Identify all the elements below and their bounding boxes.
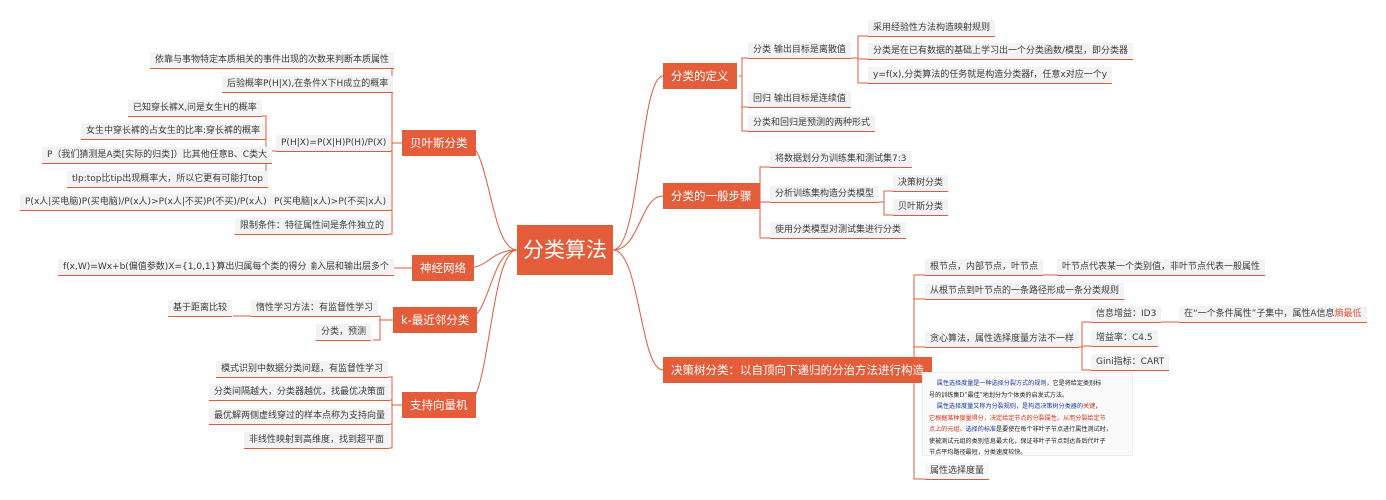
node-knn-distance[interactable]: 基于距离比较 — [168, 300, 233, 317]
node-tree-nodes-desc[interactable]: 叶节点代表某一个类别值，非叶节点代表一般属性 — [1057, 259, 1266, 276]
note-line-3b: 关键 — [1083, 403, 1096, 410]
branch-knn[interactable]: k-最近邻分类 — [393, 307, 478, 333]
measure-note-highlight: 熵最低 — [1334, 309, 1362, 319]
node-greedy[interactable]: 贪心算法，属性选择度量方法不一样 — [925, 331, 1080, 348]
node-bayes-posterior[interactable]: 后验概率P(H|X),在条件X下H成立的概率 — [222, 76, 394, 93]
note-line-5c: 是要使在每个非叶子节点进行属性测试时， — [996, 426, 1112, 433]
node-svm-item-3[interactable]: 最优解两侧虚线穿过的样本点称为支持向量 — [209, 408, 391, 425]
node-measure-cart[interactable]: Gini指标：CART — [1091, 354, 1170, 371]
note-line-5a: 点上的元组。 — [929, 426, 966, 433]
connector — [1081, 347, 1091, 371]
note-line-4: 它根据某种度量得分，决定给定节点的分裂属性。从而分裂给定节 — [929, 414, 1106, 422]
connector — [907, 274, 925, 371]
connector — [612, 249, 664, 371]
attribute-measure-note-image: 属性选择度量是一种选择分裂方式的规则，它是将给定类别标 号的训练集D“最佳”地划… — [922, 372, 1133, 456]
connector — [759, 196, 770, 239]
branch-svm[interactable]: 支持向量机 — [402, 392, 476, 418]
root-topic[interactable]: 分类算法 — [517, 225, 613, 275]
node-formula-item-4[interactable]: tlp:top比tip出现概率大，所以它更有可能打top — [67, 171, 269, 188]
connector — [759, 196, 770, 203]
connector — [883, 202, 893, 216]
node-model-tree[interactable]: 决策树分类 — [893, 175, 949, 192]
node-bayes-formula[interactable]: P(H|X)=P(X|H)P(H)/P(X) — [276, 135, 392, 152]
node-bayes-essence[interactable]: 依靠与事物特定本质相关的事件出现的次数来判断本质属性 — [150, 52, 395, 69]
node-nn-formula[interactable]: f(x,W)=Wx+b(偏值参数)X={1,0,1}算出归属每个类的得分 — [58, 259, 312, 276]
measure-note-text: 在“一个条件属性”子集中，属性A信息 — [1184, 309, 1335, 319]
note-line-5b: 选择的标准 — [965, 426, 997, 433]
node-evaluate[interactable]: 使用分类模型对测试集进行分类 — [770, 222, 907, 239]
node-formula-item-1[interactable]: 已知穿长裤X,问是女生H的概率 — [128, 100, 262, 117]
node-knn-predict[interactable]: 分类，预测 — [316, 324, 372, 341]
node-cls-item-3[interactable]: y=f(x),分类算法的任务就是构造分类器f，任意x对应一个y — [868, 67, 1113, 84]
node-bayes-compare[interactable]: P(买电脑|x人)>P(不买|x人) — [269, 194, 392, 211]
node-nn-layers[interactable]: 输入层和输出层多个 — [303, 259, 395, 276]
node-knn-lazy[interactable]: 惰性学习方法：有监督性学习 — [251, 300, 379, 317]
connector — [1081, 345, 1091, 347]
branch-definition[interactable]: 分类的定义 — [663, 63, 737, 89]
node-measure-note[interactable]: 在“一个条件属性”子集中，属性A信息熵最低 — [1179, 306, 1367, 323]
node-formula-item-2[interactable]: 女生中穿长裤的占女生的比率:穿长裤的概率 — [81, 123, 266, 140]
note-line-2: 号的训练集D“最佳”地划分为个体类的启发式方法。 — [929, 391, 1069, 399]
node-model-bayes[interactable]: 贝叶斯分类 — [893, 199, 949, 216]
connector — [612, 195, 664, 251]
connector — [857, 58, 868, 84]
branch-steps[interactable]: 分类的一般步骤 — [663, 183, 760, 209]
node-classification[interactable]: 分类 输出目标是离散值 — [748, 42, 851, 59]
node-both[interactable]: 分类和回归是预测的两种形式 — [748, 115, 876, 132]
connector — [465, 142, 518, 251]
node-bayes-limit[interactable]: 限制条件：特征属性间是条件独立的 — [235, 218, 390, 235]
note-line-1a: 属性选择度量是一种选择分裂方式的规则 — [936, 380, 1047, 387]
node-note-label[interactable]: 属性选择度量 — [925, 463, 990, 480]
node-formula-item-3[interactable]: P（我们猜测是A类[实际的归类]）比其他任意B、C类大 — [42, 147, 273, 164]
connector — [913, 298, 925, 370]
node-split[interactable]: 将数据划分为训练集和测试集7:3 — [770, 151, 912, 168]
connector — [857, 58, 868, 60]
node-regression[interactable]: 回归 输出目标是连续值 — [748, 91, 851, 108]
note-line-3a: 属性选择度量又称为分裂规则，是构造决策树分类器的 — [936, 403, 1083, 410]
node-compare-item[interactable]: P(x人|买电脑)P(买电脑)/P(x人)>P(x人|不买)P(不买)/P(x人… — [20, 194, 272, 211]
connector — [739, 57, 748, 77]
node-measure-c45[interactable]: 增益率：C4.5 — [1091, 330, 1158, 347]
node-svm-item-1[interactable]: 模式识别中数据分类问题，有监督性学习 — [216, 361, 389, 378]
branch-neural-net[interactable]: 神经网络 — [412, 255, 474, 281]
note-line-7: 节点平均路径最短，分类速度较快。 — [929, 449, 1027, 456]
branch-decision-tree[interactable]: 决策树分类：以自顶向下递归的分治方法进行构造 — [663, 357, 932, 383]
connector — [913, 370, 925, 480]
node-build[interactable]: 分析训练集构造分类模型 — [770, 186, 880, 203]
connector — [741, 76, 748, 132]
connector — [878, 190, 893, 203]
node-tree-path[interactable]: 从根节点到叶节点的一条路径形成一条分类规则 — [925, 283, 1125, 300]
node-tree-nodes[interactable]: 根节点，内部节点，叶节点 — [925, 259, 1044, 276]
node-measure-id3[interactable]: 信息增益：ID3 — [1091, 306, 1162, 323]
note-line-1b: ，它是将给定类别标 — [1046, 380, 1102, 387]
connector — [612, 75, 664, 251]
note-line-6: 使被测试元组的类别信息最大化，保证非叶子节点到达各后代叶子 — [929, 437, 1106, 445]
node-cls-item-1[interactable]: 采用经验性方法构造映射规则 — [868, 20, 996, 37]
connector — [373, 320, 381, 341]
node-cls-item-2[interactable]: 分类是在已有数据的基础上学习出一个分类函数/模型，即分类器 — [868, 43, 1134, 60]
note-line-3c: ， — [1095, 403, 1102, 410]
connector — [848, 35, 868, 59]
branch-bayes[interactable]: 贝叶斯分类 — [402, 130, 476, 156]
node-svm-item-4[interactable]: 非线性映射到高维度，找到超平面 — [244, 432, 390, 449]
node-svm-item-2[interactable]: 分类间隔越大，分类器越优，找最优决策面 — [209, 384, 391, 401]
